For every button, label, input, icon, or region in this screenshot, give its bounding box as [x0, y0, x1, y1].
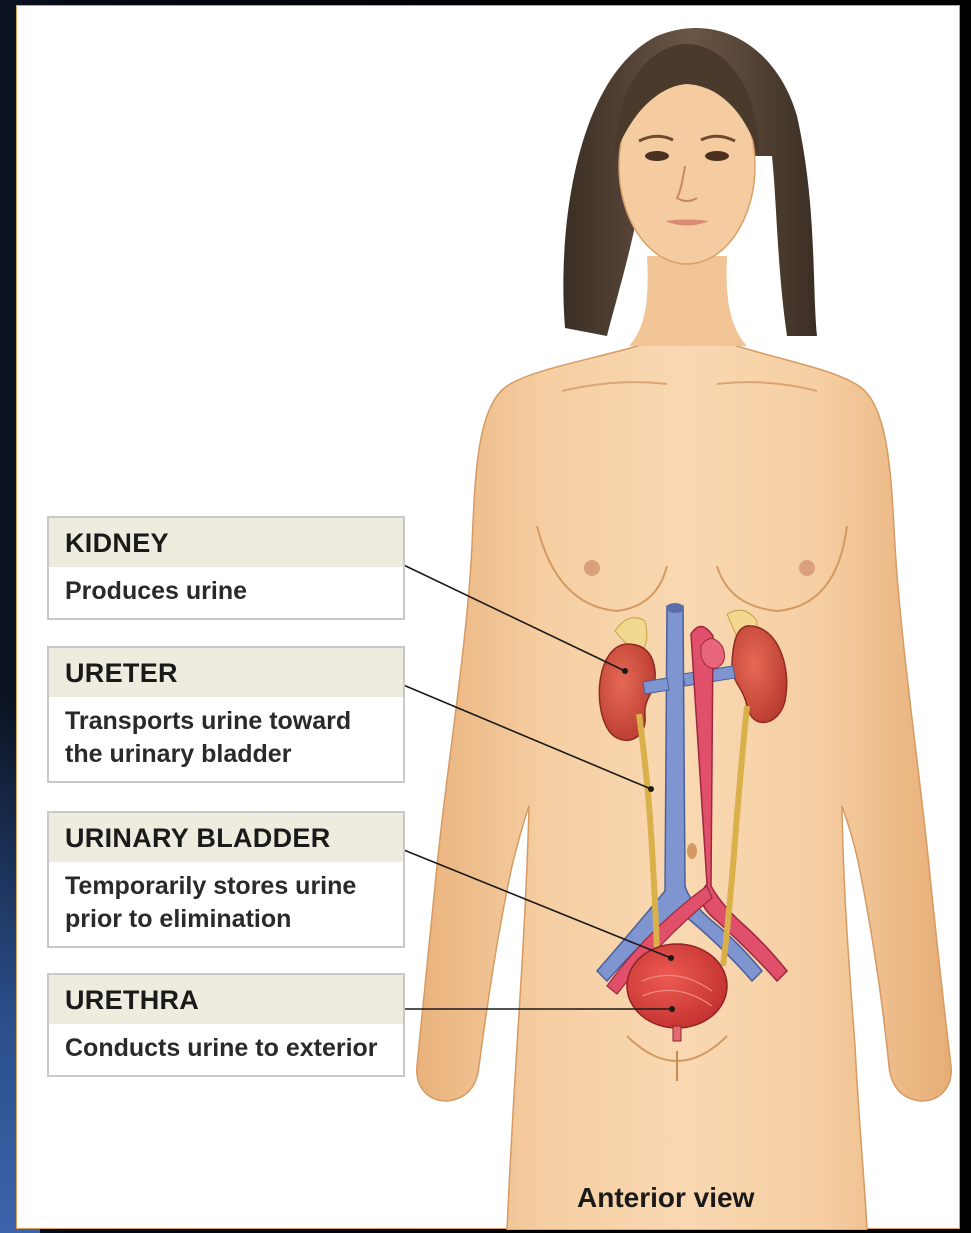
kidney-title: KIDNEY: [49, 518, 403, 567]
ureter-description: Transports urine toward the urinary blad…: [49, 697, 403, 781]
urinary-bladder: [627, 944, 727, 1028]
view-caption: Anterior view: [577, 1182, 754, 1214]
kidney-description: Produces urine: [49, 567, 403, 618]
urethra: [673, 1026, 681, 1041]
urethra-title: URETHRA: [49, 975, 403, 1024]
bladder-description: Temporarily stores urine prior to elimin…: [49, 862, 403, 946]
urethra-description: Conducts urine to exterior: [49, 1024, 403, 1075]
bladder-label-box: URINARY BLADDER Temporarily stores urine…: [47, 811, 405, 948]
right-eye: [705, 151, 729, 161]
bladder-title: URINARY BLADDER: [49, 813, 403, 862]
kidney-label-box: KIDNEY Produces urine: [47, 516, 405, 620]
ureter-title: URETER: [49, 648, 403, 697]
left-eye: [645, 151, 669, 161]
ureter-label-box: URETER Transports urine toward the urina…: [47, 646, 405, 783]
urethra-label-box: URETHRA Conducts urine to exterior: [47, 973, 405, 1077]
diagram-panel: KIDNEY Produces urine URETER Transports …: [16, 5, 960, 1229]
neck: [629, 256, 747, 346]
